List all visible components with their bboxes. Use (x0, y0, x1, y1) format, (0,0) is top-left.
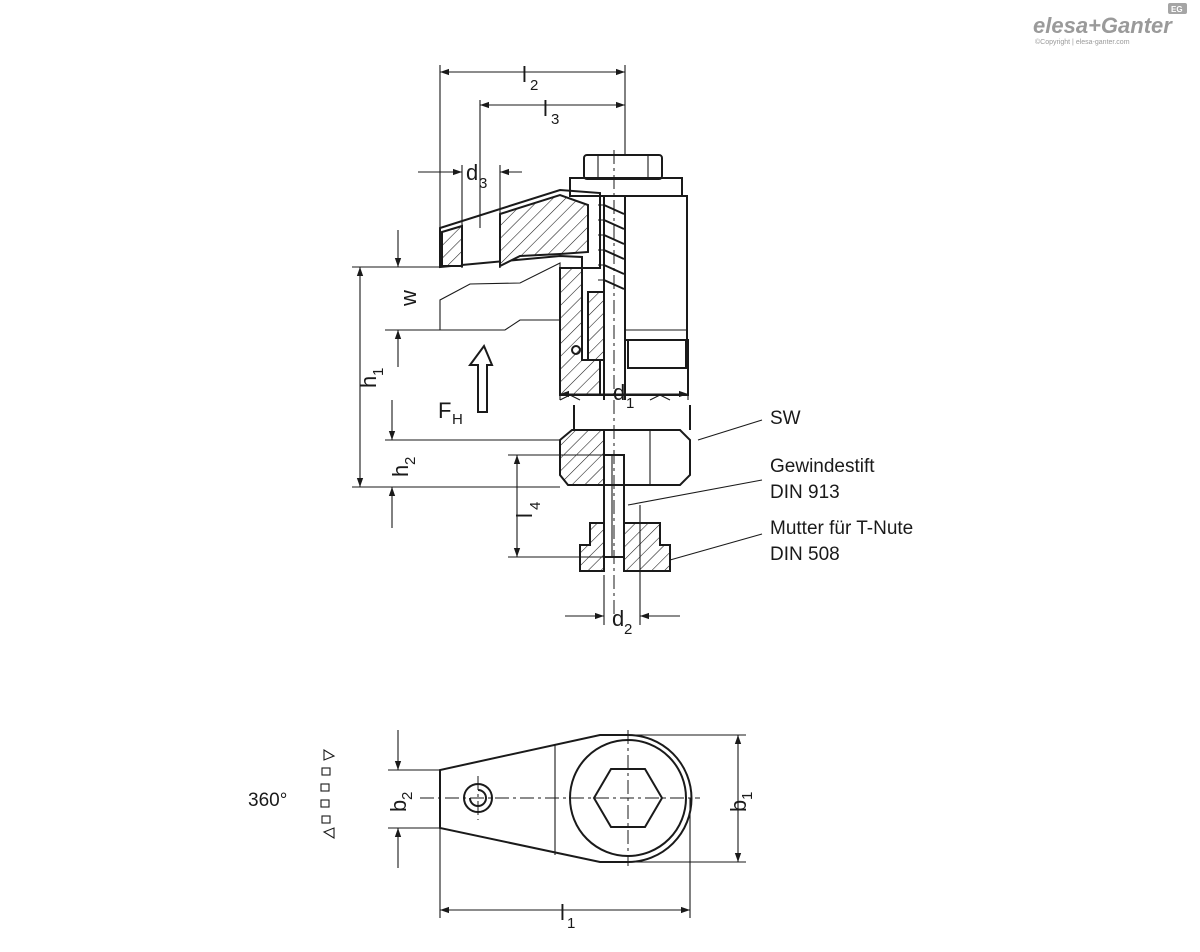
dim-h1-sub: 1 (370, 368, 387, 376)
dim-l3-main: l (543, 96, 548, 121)
hex-nut-section (559, 429, 605, 486)
top-dimensions: b 2 b 1 l 1 (386, 730, 756, 932)
plan-hex-head (592, 768, 664, 828)
sleeve-section (587, 291, 605, 361)
callout-gewindestift-line2: DIN 913 (770, 482, 840, 503)
clamp-side-section (439, 150, 691, 620)
detent-ball (571, 345, 581, 355)
dim-b1-sub: 1 (739, 792, 756, 800)
sleeve-right (624, 195, 688, 341)
rotation-arrow-icon (320, 749, 336, 839)
dim-b1-main: b (726, 800, 751, 812)
rotation-indicator: 360° (248, 749, 336, 839)
dim-d2-sub: 2 (624, 621, 632, 638)
dim-l4-sub: 4 (527, 502, 544, 510)
dim-d1-main: d (613, 380, 625, 405)
dim-b2-main: b (386, 800, 411, 812)
callout-mutter-line2: DIN 508 (770, 544, 840, 565)
callout-sw: SW (770, 408, 801, 429)
arm-plan-outline (439, 734, 693, 863)
leader-sw (697, 419, 763, 441)
lower-column (573, 405, 691, 430)
leader-gewindestift (627, 479, 763, 506)
side-dimensions: l 2 l 3 d 3 w h 1 F H h 2 (352, 62, 689, 638)
t-nut-section-right (623, 522, 671, 572)
dim-fh-sub: H (452, 411, 463, 428)
dim-d1-sub: 1 (626, 395, 634, 412)
spring (598, 204, 625, 290)
force-arrow-icon (468, 343, 494, 413)
plan-bore-inner (469, 789, 487, 807)
dim-l2-sub: 2 (530, 77, 538, 94)
copyright-text: ©Copyright | elesa-ganter.com (1035, 38, 1130, 46)
dim-l3-sub: 3 (551, 111, 559, 128)
dim-l4-main: l (512, 513, 537, 518)
dim-l1-main: l (560, 900, 565, 925)
dim-d3-main: d (466, 160, 478, 185)
dim-b2-sub: 2 (399, 792, 416, 800)
dim-l1-sub: 1 (567, 915, 575, 932)
dim-w-main: w (396, 290, 421, 307)
hex-head-top (583, 154, 663, 180)
eg-badge-icon (1168, 3, 1187, 14)
dim-fh-main: F (438, 398, 451, 423)
brand-logo: elesa+Ganter EG ©Copyright | elesa-gante… (1033, 3, 1187, 46)
rotation-label: 360° (248, 790, 287, 811)
dim-d3-sub: 3 (479, 175, 487, 192)
sleeve-foot (627, 339, 687, 369)
top-washer (569, 177, 683, 197)
t-nut-section-left (579, 522, 605, 572)
dim-d2-main: d (612, 606, 624, 631)
hex-nut-outline (604, 429, 691, 486)
arm-body-section (499, 193, 589, 268)
dim-l2-main: l (522, 62, 527, 87)
eg-badge-label: EG (1171, 5, 1183, 14)
leader-mutter (669, 533, 763, 561)
dim-h2-sub: 2 (402, 457, 419, 465)
callout-mutter-line1: Mutter für T-Nute (770, 518, 913, 539)
arm-contact-outline (439, 262, 561, 331)
callout-gewindestift-line1: Gewindestift (770, 456, 875, 477)
arm-tip-section (441, 224, 463, 267)
clamp-top-view (420, 730, 700, 866)
dim-h1-main: h (356, 376, 381, 388)
dim-h2-main: h (388, 465, 413, 477)
brand-name: elesa+Ganter (1033, 13, 1173, 38)
set-screw (603, 454, 625, 558)
callouts: SW Gewindestift DIN 913 Mutter für T-Nut… (627, 408, 913, 565)
